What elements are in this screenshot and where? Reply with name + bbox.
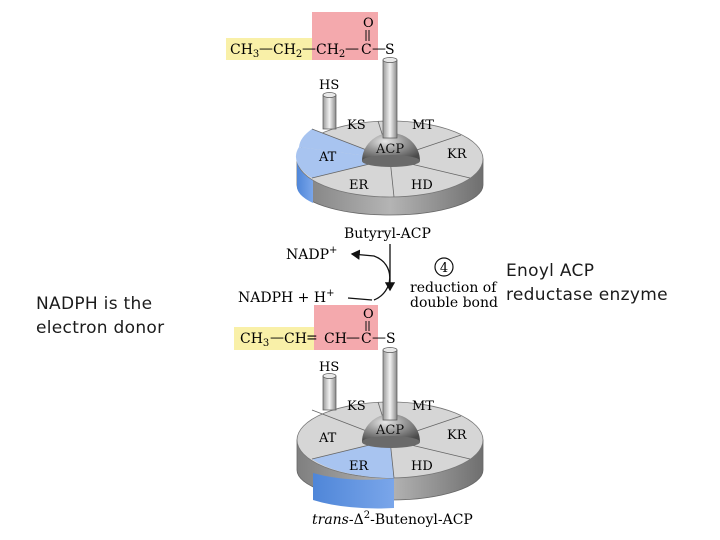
top-acp-label: ACP <box>375 142 404 157</box>
reduction-label-2: double bond <box>410 295 498 311</box>
trans-butenoyl-acp-label: trans-Δ2-Butenoyl-ACP <box>312 510 473 528</box>
right-note: Enoyl ACP reductase enzyme <box>506 259 668 307</box>
bottom-bond-4: — <box>372 330 386 346</box>
nadp-label: NADP+ <box>286 245 337 263</box>
bottom-segment-er <box>312 440 394 479</box>
step-number: 4 <box>440 261 448 276</box>
bottom-ks-label: KS <box>347 399 366 414</box>
bottom-molecule: CH3 — CH = CH — C O — S <box>234 305 396 350</box>
bottom-carbonyl-c: C <box>361 331 372 347</box>
top-bond-3: — <box>345 41 359 57</box>
butyryl-acp-label: Butyryl-ACP <box>344 226 431 242</box>
bottom-hd-label: HD <box>411 459 433 474</box>
top-ch3: CH3 <box>230 42 259 60</box>
left-note-line1: NADPH is the <box>36 294 153 314</box>
bottom-mt-label: MT <box>412 399 434 414</box>
bottom-hs-pin-cap <box>322 373 337 379</box>
top-segment-at <box>295 147 390 178</box>
bottom-yellow-highlight <box>234 327 314 350</box>
top-sulfur: S <box>385 42 395 58</box>
nadph-label: NADPH + H+ <box>238 288 334 306</box>
top-yellow-highlight <box>226 38 312 60</box>
top-bond-1: — <box>259 41 273 57</box>
bottom-pink-highlight <box>314 305 378 350</box>
reaction-step: NADP+ NADPH + H+ 4 reduction of double b… <box>238 244 498 311</box>
bottom-hs-pin <box>322 375 337 411</box>
top-acp-pin-cap <box>382 57 398 63</box>
top-carbonyl-o: O <box>363 16 374 31</box>
step-circle <box>434 257 454 277</box>
bottom-acp-pin-cap <box>382 347 398 353</box>
top-acp-pin <box>382 59 398 139</box>
bottom-at-label: AT <box>318 431 337 446</box>
top-bond-4: — <box>372 41 386 57</box>
bottom-hs-label: HS <box>319 360 339 375</box>
nadph-to-nadp-arrow <box>350 249 391 301</box>
bottom-double-bond: = <box>306 330 318 346</box>
top-mt-label: MT <box>412 118 434 133</box>
top-acp-dome-base <box>362 155 420 167</box>
bottom-bond-1: — <box>270 330 284 346</box>
bottom-er-label: ER <box>349 459 369 474</box>
top-hd-label: HD <box>411 178 433 193</box>
top-fas-complex: HS KS MT AT ACP KR ER HD <box>295 57 484 216</box>
bottom-acp-dome-base <box>362 436 420 448</box>
top-acp-dome <box>362 133 420 161</box>
bottom-fas-complex: HS KS MT AT ACP KR ER HD <box>296 347 484 509</box>
top-hs-pin <box>322 94 337 130</box>
top-hs-pin-cap <box>322 92 337 98</box>
bottom-ch3: CH3 <box>240 331 269 349</box>
bottom-carbonyl-o: O <box>363 307 374 322</box>
left-note: NADPH is the electron donor <box>36 292 164 340</box>
top-bond-2: — <box>302 41 316 57</box>
top-pink-highlight <box>312 12 378 60</box>
bottom-acp-dome <box>362 414 420 442</box>
nadph-entry-line <box>347 297 373 301</box>
bottom-acp-pin <box>382 349 398 421</box>
right-note-line1: Enoyl ACP <box>506 261 595 281</box>
bottom-acp-label: ACP <box>375 423 404 438</box>
top-molecule: CH3 — CH2 — CH2 — C O — S <box>226 12 395 60</box>
top-hs-label: HS <box>319 78 339 93</box>
bottom-sulfur: S <box>386 331 396 347</box>
top-at-label: AT <box>318 150 337 165</box>
bottom-bond-3: — <box>346 330 360 346</box>
top-kr-label: KR <box>447 147 468 162</box>
right-note-line2: reductase enzyme <box>506 285 668 305</box>
reduction-label-1: reduction of <box>410 280 498 296</box>
top-carbonyl-c: C <box>361 42 372 58</box>
top-er-label: ER <box>349 178 369 193</box>
top-ch2-b: CH2 <box>316 42 345 60</box>
left-note-line2: electron donor <box>36 318 165 338</box>
bottom-ch-a: CH <box>284 331 307 347</box>
bottom-disk-side-er <box>313 473 394 509</box>
bottom-kr-label: KR <box>447 428 468 443</box>
top-ks-label: KS <box>347 118 366 133</box>
top-ch2-a: CH2 <box>273 42 302 60</box>
bottom-ch-b: CH <box>324 331 347 347</box>
